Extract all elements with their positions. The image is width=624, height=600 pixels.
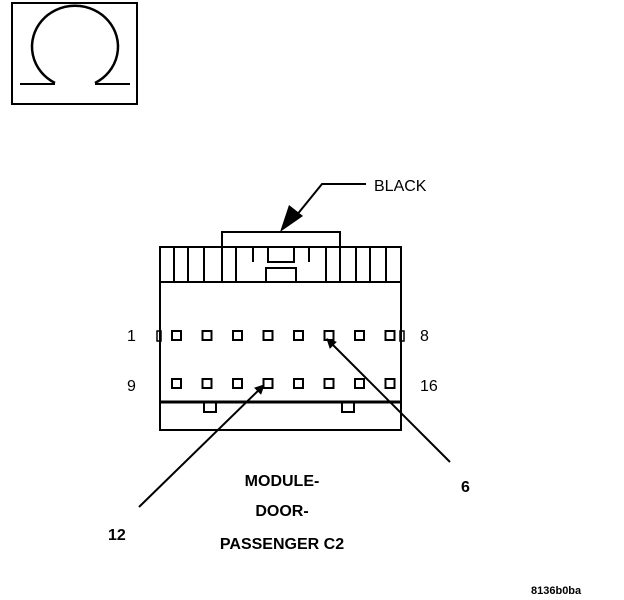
pin-label-8: 8	[420, 328, 429, 345]
pin-cavity-13	[293, 378, 304, 389]
connector-name-line-1: MODULE-	[245, 473, 320, 490]
connector-name-line-2: DOOR-	[255, 503, 308, 520]
connector-name-line-3: PASSENGER C2	[220, 536, 344, 553]
color-callout	[280, 183, 366, 232]
connector-color-label: BLACK	[374, 178, 427, 195]
connector-body	[156, 231, 405, 431]
pin-cavity-6	[323, 330, 335, 341]
pin-cavity-10	[201, 378, 213, 389]
pin-cavity-3	[232, 330, 243, 341]
pin-cavities	[171, 330, 396, 389]
pin-cavity-4	[262, 330, 274, 341]
pin-cavity-1	[171, 330, 182, 341]
pin-cavity-16	[384, 378, 396, 389]
pin-label-1: 1	[127, 328, 136, 345]
pin-cavity-11	[232, 378, 243, 389]
pin-cavity-7	[354, 330, 365, 341]
pin-6-leader	[326, 338, 451, 463]
pin-cavity-8	[384, 330, 396, 341]
pin-callout-6: 6	[461, 479, 470, 496]
pin-cavity-14	[323, 378, 335, 389]
pin-cavity-9	[171, 378, 182, 389]
omega-icon	[11, 2, 138, 105]
pin-label-9: 9	[127, 378, 136, 395]
figure-id: 8136b0ba	[531, 585, 582, 597]
pin-label-16: 16	[420, 378, 438, 395]
pin-cavity-5	[293, 330, 304, 341]
pin-callout-12: 12	[108, 527, 126, 544]
pin-cavity-12	[262, 378, 274, 389]
pin-12-leader	[138, 384, 265, 508]
pin-cavity-2	[201, 330, 213, 341]
pin-cavity-15	[354, 378, 365, 389]
